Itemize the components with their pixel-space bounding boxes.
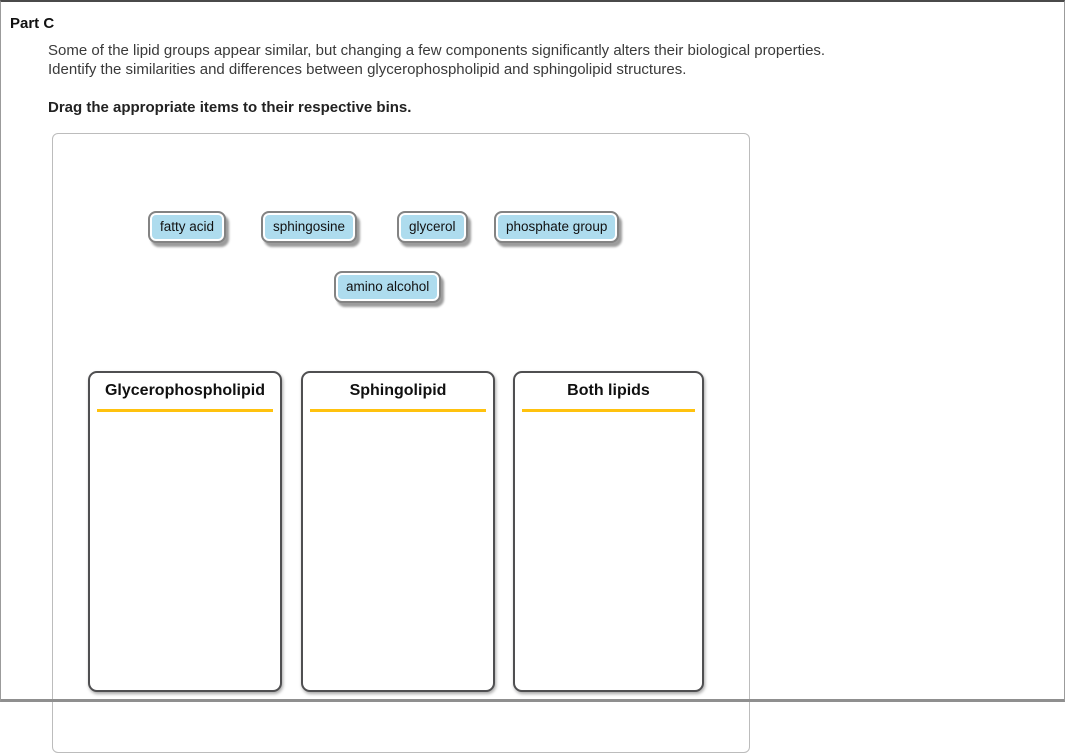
drag-item-glycerol[interactable]: glycerol bbox=[397, 211, 468, 243]
drag-item-label: glycerol bbox=[409, 219, 456, 234]
question-instructions: Some of the lipid groups appear similar,… bbox=[48, 41, 1062, 79]
bin-title: Sphingolipid bbox=[349, 382, 447, 399]
drag-item-label: sphingosine bbox=[273, 219, 346, 234]
part-title: Part C bbox=[10, 15, 55, 33]
drag-instruction: Drag the appropriate items to their resp… bbox=[48, 99, 412, 116]
drag-item-fatty-acid[interactable]: fatty acid bbox=[148, 211, 227, 243]
drag-item-phosphate-group[interactable]: phosphate group bbox=[494, 211, 620, 243]
bin-dropzone[interactable] bbox=[303, 412, 493, 672]
bin-both-lipids[interactable]: Both lipids bbox=[513, 371, 704, 692]
bin-dropzone[interactable] bbox=[90, 412, 280, 672]
bin-glycerophospholipid[interactable]: Glycerophospholipid bbox=[88, 371, 282, 692]
bin-title: Both lipids bbox=[567, 382, 650, 399]
instructions-line-1: Some of the lipid groups appear similar,… bbox=[48, 42, 826, 59]
instructions-line-2: Identify the similarities and difference… bbox=[48, 61, 687, 78]
drag-item-label: amino alcohol bbox=[346, 279, 430, 294]
bin-underline bbox=[522, 409, 695, 412]
bin-title: Glycerophospholipid bbox=[104, 382, 265, 399]
bin-underline bbox=[310, 409, 486, 412]
bin-sphingolipid[interactable]: Sphingolipid bbox=[301, 371, 495, 692]
drag-item-label: phosphate group bbox=[506, 219, 608, 234]
drag-item-sphingosine[interactable]: sphingosine bbox=[261, 211, 358, 243]
drag-item-label: fatty acid bbox=[160, 219, 215, 234]
bin-dropzone[interactable] bbox=[515, 412, 702, 672]
drag-item-amino-alcohol[interactable]: amino alcohol bbox=[334, 271, 442, 303]
drag-and-drop-activity-area: fatty acid sphingosine glycerol phosphat… bbox=[52, 133, 750, 753]
bin-underline bbox=[97, 409, 273, 412]
